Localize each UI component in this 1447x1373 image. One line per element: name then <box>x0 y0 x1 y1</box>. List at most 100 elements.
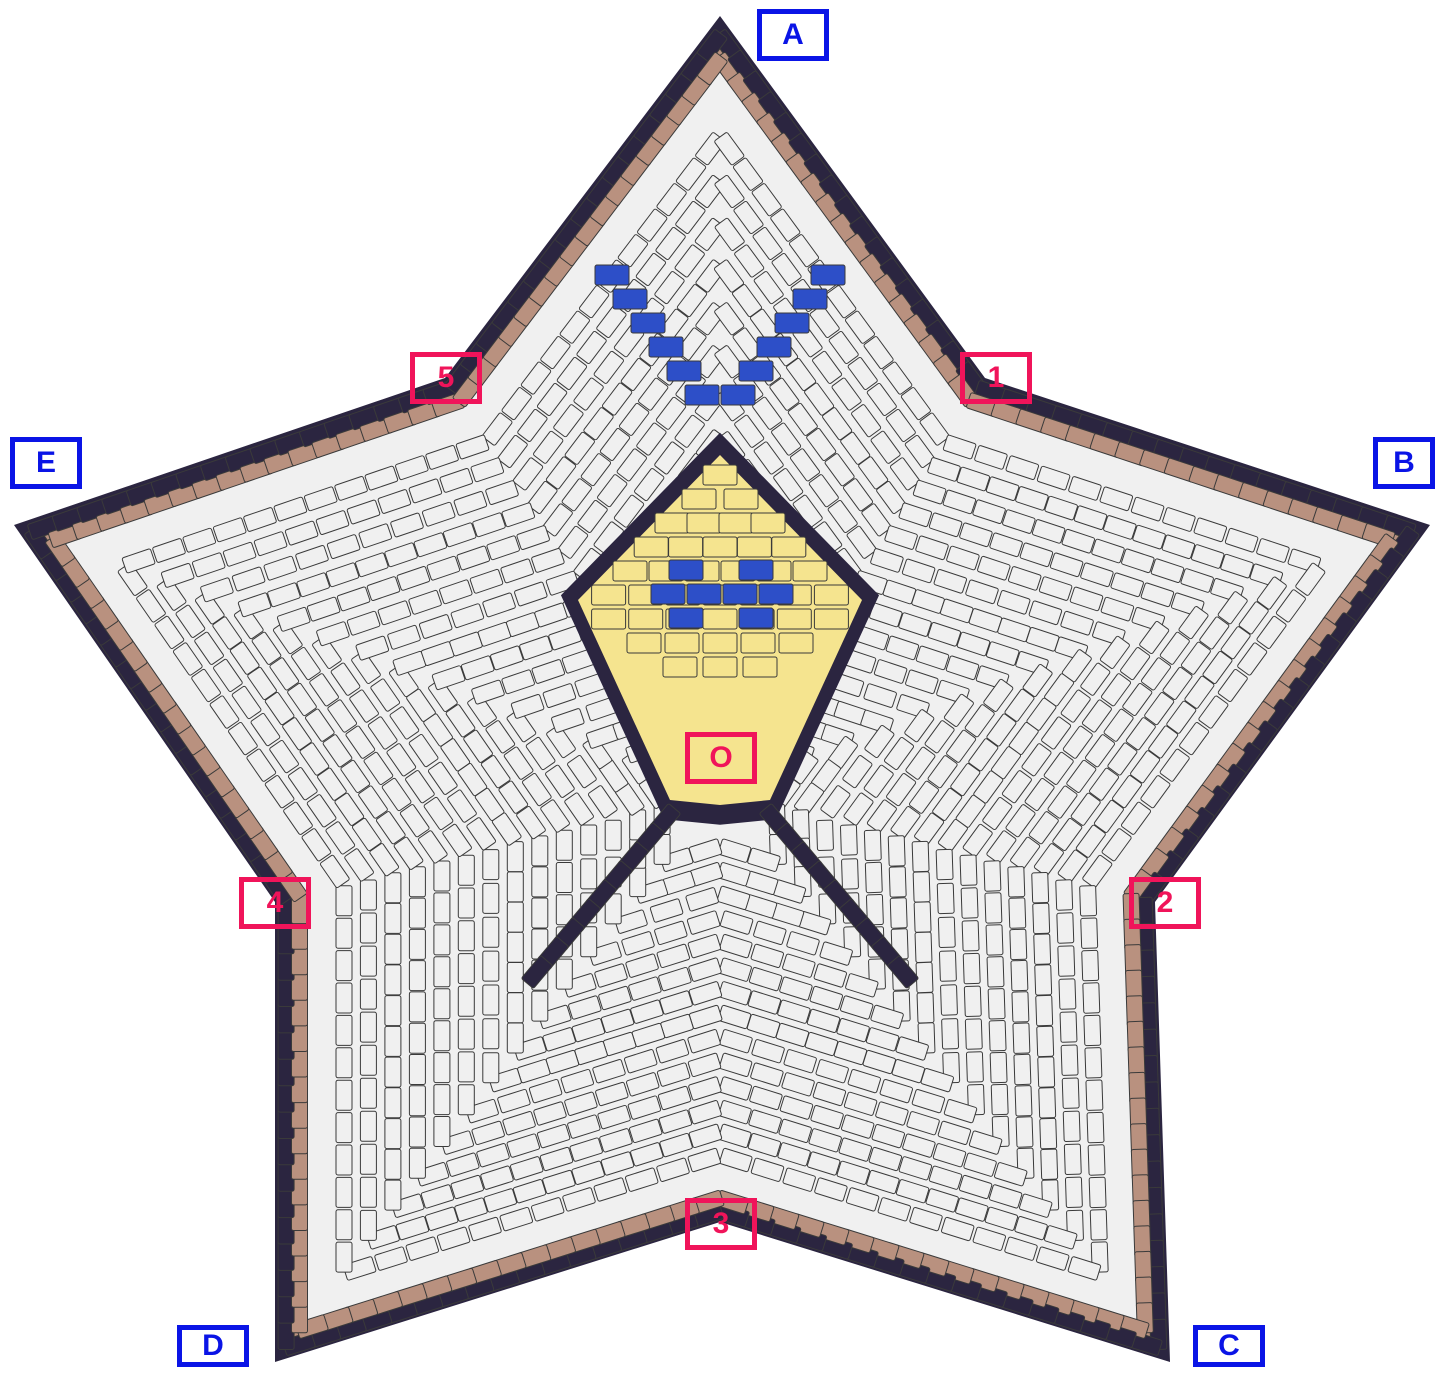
yellow-bead <box>814 609 848 629</box>
white-bead <box>336 1177 352 1207</box>
white-bead <box>1016 1117 1033 1148</box>
yellow-bead <box>719 513 753 533</box>
white-bead <box>960 855 977 886</box>
yellow-bead <box>741 633 775 653</box>
white-bead <box>507 902 523 932</box>
corner-label-c: C <box>1193 1325 1265 1367</box>
white-bead <box>336 1048 352 1078</box>
center-label: O <box>685 732 757 784</box>
white-bead <box>458 986 474 1016</box>
white-bead <box>336 1113 352 1143</box>
blue-bead <box>651 584 685 604</box>
vertex-label-5: 5 <box>410 352 482 404</box>
white-bead <box>1063 1111 1080 1142</box>
white-bead <box>1058 946 1075 977</box>
white-bead <box>1008 867 1025 898</box>
white-bead <box>360 1210 376 1240</box>
white-bead <box>939 951 956 982</box>
white-bead <box>336 983 352 1013</box>
white-bead <box>434 1085 450 1115</box>
white-bead <box>912 841 929 872</box>
vertex-label-3: 3 <box>685 1198 757 1250</box>
blue-bead <box>757 337 791 357</box>
white-bead <box>532 991 548 1021</box>
white-bead <box>409 867 425 897</box>
white-bead <box>532 867 548 897</box>
corner-label-b: B <box>1373 437 1435 489</box>
white-bead <box>385 996 401 1026</box>
white-bead <box>483 917 499 947</box>
white-bead <box>1086 1080 1103 1111</box>
yellow-bead <box>627 633 661 653</box>
white-bead <box>360 913 376 943</box>
white-bead <box>1060 1012 1077 1043</box>
white-bead <box>385 903 401 933</box>
white-bead <box>409 898 425 928</box>
yellow-bead <box>669 537 703 557</box>
white-bead <box>360 1045 376 1075</box>
white-bead <box>914 902 931 933</box>
white-bead <box>409 992 425 1022</box>
white-bead <box>1085 1048 1102 1079</box>
white-bead <box>360 1177 376 1207</box>
white-bead <box>1033 903 1050 934</box>
white-bead <box>984 861 1001 892</box>
white-bead <box>1013 1023 1030 1054</box>
white-bead <box>1080 886 1097 917</box>
white-bead <box>1088 1145 1105 1176</box>
white-bead <box>336 1015 352 1045</box>
white-bead <box>1034 934 1051 965</box>
yellow-bead <box>687 513 721 533</box>
white-bead <box>817 820 834 851</box>
white-bead <box>434 925 450 955</box>
white-bead <box>409 1055 425 1085</box>
vertex-label-2: 2 <box>1129 877 1201 929</box>
white-bead <box>1061 1045 1078 1076</box>
white-bead <box>1064 1144 1081 1175</box>
yellow-bead <box>703 609 737 629</box>
white-bead <box>458 1085 474 1115</box>
white-bead <box>556 830 572 860</box>
white-bead <box>556 959 572 989</box>
yellow-bead <box>737 537 771 557</box>
yellow-bead <box>779 633 813 653</box>
white-bead <box>865 862 882 893</box>
blue-bead <box>687 584 721 604</box>
white-bead <box>1012 992 1029 1023</box>
white-bead <box>1009 898 1026 929</box>
white-bead <box>1014 1054 1031 1085</box>
white-bead <box>434 1021 450 1051</box>
white-bead <box>1062 1078 1079 1109</box>
blue-bead <box>631 313 665 333</box>
white-bead <box>1011 960 1028 991</box>
white-bead <box>988 989 1005 1020</box>
white-bead <box>336 1145 352 1175</box>
yellow-bead <box>655 513 689 533</box>
blue-bead <box>669 608 703 628</box>
blue-bead <box>739 560 773 580</box>
white-bead <box>842 859 859 890</box>
white-bead <box>458 921 474 951</box>
white-bead <box>336 918 352 948</box>
white-bead <box>507 1023 523 1053</box>
white-bead <box>458 855 474 885</box>
white-bead <box>483 850 499 880</box>
white-bead <box>336 1242 352 1272</box>
yellow-bead <box>814 585 848 605</box>
white-bead <box>385 934 401 964</box>
white-bead <box>434 893 450 923</box>
vertex-label-1: 1 <box>960 352 1032 404</box>
blue-bead <box>723 584 757 604</box>
white-bead <box>1082 950 1099 981</box>
yellow-bead <box>743 657 777 677</box>
white-bead <box>917 993 934 1024</box>
white-bead <box>507 872 523 902</box>
white-bead <box>360 1078 376 1108</box>
corner-label-e: E <box>10 437 82 489</box>
white-bead <box>483 1053 499 1083</box>
white-bead <box>985 893 1002 924</box>
white-bead <box>507 993 523 1023</box>
white-bead <box>507 932 523 962</box>
white-bead <box>409 1086 425 1116</box>
